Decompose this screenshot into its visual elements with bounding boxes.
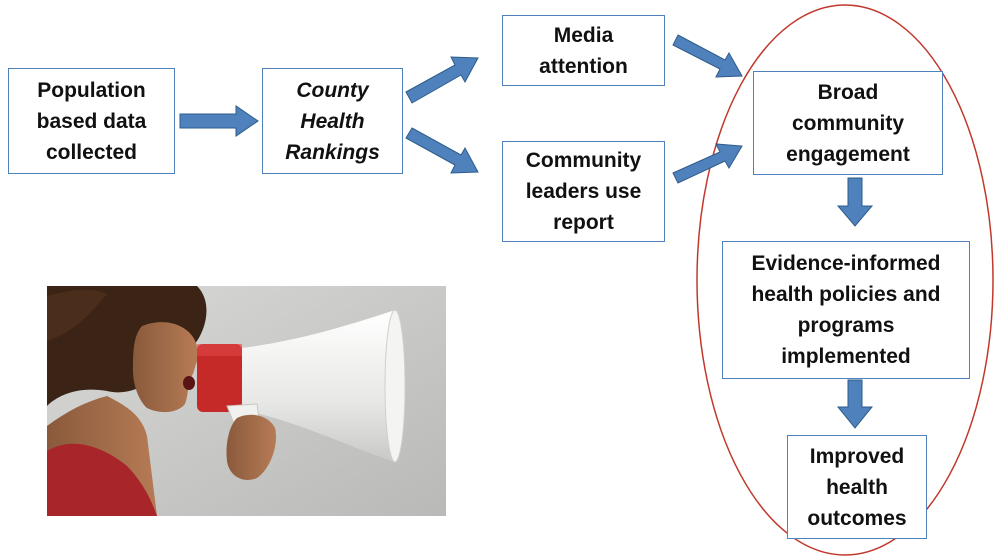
arrow-rankings-to-leaders: [405, 127, 479, 174]
arrow-policies-to-outcomes: [836, 379, 874, 429]
community-leaders-box: Community leaders use report: [502, 141, 665, 242]
megaphone-photo: [47, 286, 446, 516]
arrow-engagement-to-policies: [836, 177, 874, 227]
arrow-leaders-to-engagement: [672, 143, 743, 184]
arrow-media-to-engagement: [672, 34, 743, 78]
arrow-population-to-rankings: [179, 105, 259, 137]
broad-community-engagement-box: Broad community engagement: [753, 71, 943, 175]
arrow-rankings-to-media: [405, 56, 479, 104]
evidence-informed-policies-box: Evidence-informed health policies and pr…: [722, 241, 970, 379]
improved-health-outcomes-box: Improved health outcomes: [787, 435, 927, 539]
population-data-box: Population based data collected: [8, 68, 175, 174]
media-attention-box: Media attention: [502, 15, 665, 86]
county-health-rankings-box: County Health Rankings: [262, 68, 403, 174]
